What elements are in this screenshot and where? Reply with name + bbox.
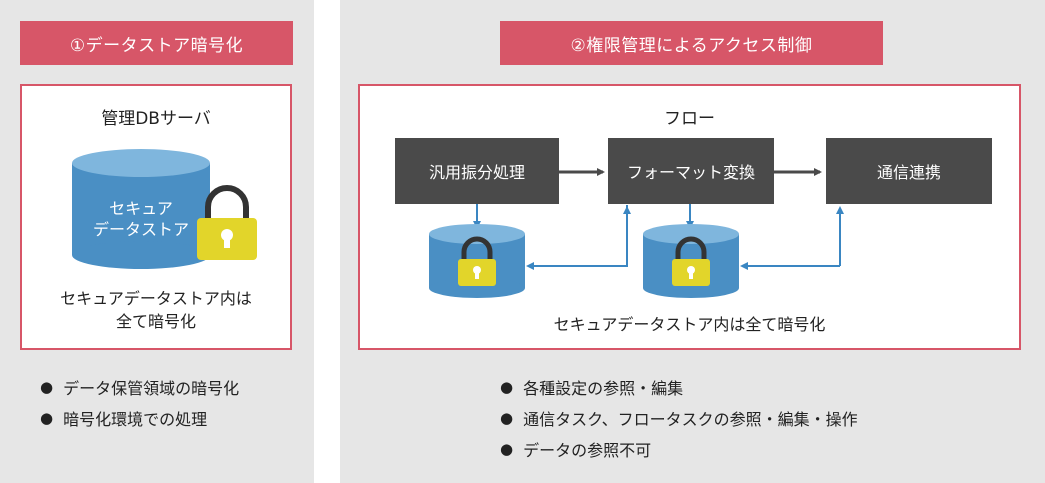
db-label: セキュア データストア bbox=[72, 198, 210, 240]
left-caption: セキュアデータストア内は 全て暗号化 bbox=[22, 287, 290, 333]
bullet-dot: ● bbox=[500, 377, 514, 396]
db-label-line1: セキュア bbox=[109, 199, 173, 218]
bullet-text: データ保管領域の暗号化 bbox=[63, 378, 240, 398]
left-bullet-list: ● データ保管領域の暗号化 ● 暗号化環境での処理 bbox=[40, 371, 239, 433]
left-caption-line2: 全て暗号化 bbox=[115, 312, 196, 331]
list-item: ● データ保管領域の暗号化 bbox=[40, 371, 239, 402]
list-item: ● 各種設定の参照・編集 bbox=[500, 371, 858, 402]
bullet-text: データの参照不可 bbox=[523, 440, 652, 460]
server-title: 管理DBサーバ bbox=[101, 109, 211, 129]
right-header: ②権限管理によるアクセス制御 bbox=[500, 21, 883, 65]
flow-title: フロー bbox=[664, 109, 715, 129]
bullet-dot: ● bbox=[500, 439, 514, 458]
lock-icon bbox=[672, 236, 710, 286]
left-header: ①データストア暗号化 bbox=[20, 21, 293, 65]
list-item: ● データの参照不可 bbox=[500, 433, 858, 464]
bullet-text: 各種設定の参照・編集 bbox=[523, 378, 684, 398]
flow-box-format-conversion: フォーマット変換 bbox=[608, 138, 774, 204]
flow-box-communication: 通信連携 bbox=[826, 138, 992, 204]
bullet-dot: ● bbox=[40, 408, 54, 427]
left-panel: ①データストア暗号化 管理DBサーバ セキュア データストア セキュアデータスト… bbox=[0, 0, 314, 483]
bullet-dot: ● bbox=[40, 377, 54, 396]
lock-icon bbox=[197, 185, 257, 260]
right-bullet-list: ● 各種設定の参照・編集 ● 通信タスク、フロータスクの参照・編集・操作 ● データの… bbox=[500, 371, 858, 464]
db-label-line2: データストア bbox=[92, 220, 189, 239]
right-panel: ②権限管理によるアクセス制御 フロー bbox=[340, 0, 1045, 483]
database-icon bbox=[72, 149, 210, 269]
left-caption-line1: セキュアデータストア内は bbox=[60, 289, 252, 308]
bullet-dot: ● bbox=[500, 408, 514, 427]
bullet-text: 暗号化環境での処理 bbox=[63, 409, 208, 429]
bullet-text: 通信タスク、フロータスクの参照・編集・操作 bbox=[523, 409, 858, 429]
list-item: ● 通信タスク、フロータスクの参照・編集・操作 bbox=[500, 402, 858, 433]
flow-frame: フロー bbox=[358, 84, 1021, 350]
flow-caption: セキュアデータストア内は全て暗号化 bbox=[553, 315, 826, 334]
arrow-icon bbox=[526, 205, 628, 270]
lock-icon bbox=[458, 236, 496, 286]
server-frame: 管理DBサーバ セキュア データストア セキュアデータストア内は 全て暗号化 bbox=[20, 84, 292, 350]
flow-connectors bbox=[429, 168, 844, 298]
list-item: ● 暗号化環境での処理 bbox=[40, 402, 239, 433]
flow-box-distribution: 汎用振分処理 bbox=[395, 138, 559, 204]
